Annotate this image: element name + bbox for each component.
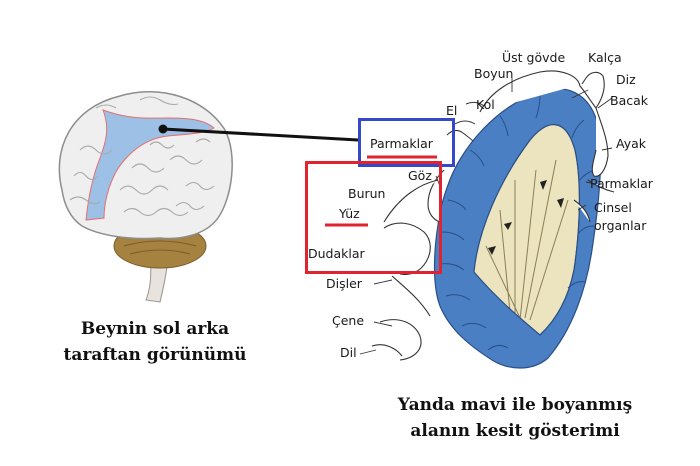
label-el: El — [446, 103, 458, 118]
label-dil: Dil — [340, 345, 357, 360]
blue-highlight-box — [358, 118, 455, 167]
label-yuz: Yüz — [339, 206, 360, 221]
label-cinsel: Cinsel — [594, 200, 632, 215]
caption-right: Yanda mavi ile boyanmış alanın kesit gös… — [360, 392, 670, 444]
label-bacak: Bacak — [610, 93, 649, 108]
label-parmaklar-left: Parmaklar — [370, 136, 433, 151]
caption-left-line2: taraftan görünümü — [63, 345, 247, 365]
red-highlight-box — [305, 161, 442, 274]
label-organlar: organlar — [594, 218, 647, 233]
label-kol: Kol — [476, 97, 495, 112]
brainstem — [145, 257, 169, 303]
label-cene: Çene — [332, 313, 365, 328]
caption-left: Beynin sol arka taraftan görünümü — [20, 316, 290, 368]
label-burun: Burun — [348, 186, 386, 201]
label-goz: Göz — [408, 168, 432, 183]
motor-cortex-strip — [85, 109, 215, 221]
label-kalca: Kalça — [588, 50, 622, 65]
caption-left-line1: Beynin sol arka — [80, 319, 230, 339]
pointer-line — [162, 127, 359, 142]
label-dudaklar: Dudaklar — [308, 246, 365, 261]
label-disler: Dişler — [326, 276, 362, 291]
homunculus-section — [359, 70, 615, 369]
label-diz: Diz — [616, 72, 636, 87]
label-parmaklar-right: Parmaklar — [590, 176, 653, 191]
label-ayak: Ayak — [616, 136, 646, 151]
label-ust-govde: Üst gövde — [502, 50, 566, 65]
caption-right-line2: alanın kesit gösterimi — [410, 421, 620, 441]
caption-right-line1: Yanda mavi ile boyanmış — [397, 395, 633, 415]
label-boyun: Boyun — [474, 66, 514, 81]
cerebrum — [58, 91, 233, 240]
leader-lines — [359, 78, 613, 355]
brain-illustration — [58, 91, 359, 303]
